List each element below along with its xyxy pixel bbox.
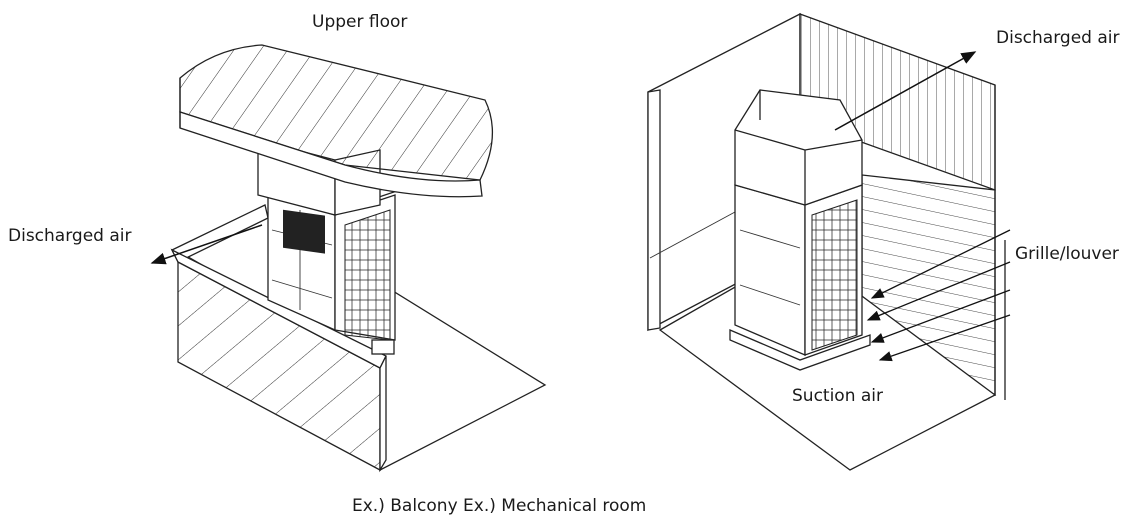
balcony-parapet-end <box>379 355 387 473</box>
outdoor-unit-right <box>729 89 871 371</box>
suction-arrow-2 <box>866 261 1011 321</box>
discharge-arrow-right <box>834 51 977 131</box>
label-grille-louver: Grille/louver <box>1015 244 1119 264</box>
discharge-arrow-left <box>150 224 263 265</box>
balcony-scene <box>150 44 547 473</box>
suction-arrow-3 <box>870 289 1011 343</box>
mechanical-room-scene <box>647 12 1011 471</box>
upper-floor-slab <box>179 44 494 198</box>
caption: Ex.) Balcony Ex.) Mechanical room <box>352 496 647 516</box>
suction-arrow-4 <box>878 314 1011 362</box>
label-discharged-air-left: Discharged air <box>8 226 132 246</box>
label-suction-air: Suction air <box>792 386 884 406</box>
label-upper-floor: Upper floor <box>312 12 408 32</box>
label-discharged-air-right: Discharged air <box>996 28 1120 48</box>
suction-arrow-1 <box>870 229 1011 299</box>
